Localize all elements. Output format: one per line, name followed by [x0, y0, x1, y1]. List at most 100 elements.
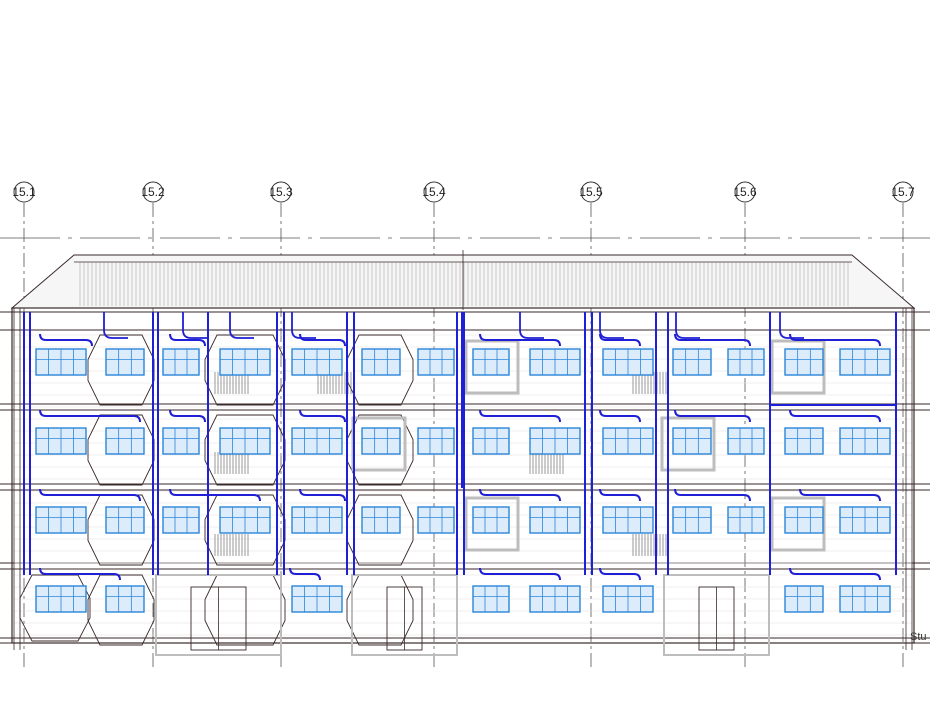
window-frame: [417, 506, 455, 534]
branch-pipe: [674, 333, 751, 347]
window: [291, 585, 343, 613]
window-frame: [162, 427, 200, 455]
window-frame: [472, 348, 510, 376]
grid-bubble: [13, 181, 35, 203]
window: [219, 348, 271, 376]
window: [839, 585, 891, 613]
window-surround: [770, 496, 826, 552]
bay-projection: [87, 334, 155, 406]
window-frame: [472, 585, 510, 613]
window: [417, 506, 455, 534]
bay-projection: [87, 414, 155, 486]
branch-pipe: [39, 409, 141, 423]
window: [529, 348, 581, 376]
grid-axis-label: 15.4: [422, 185, 446, 199]
grid-axis-label: 15.1: [12, 185, 36, 199]
window: [291, 506, 343, 534]
window-frame: [105, 585, 145, 613]
grid-bubble: [734, 181, 756, 203]
window: [105, 585, 145, 613]
window: [361, 427, 401, 455]
window: [839, 427, 891, 455]
window: [361, 506, 401, 534]
branch-pipe: [789, 333, 881, 347]
riser-hook-pipe: [519, 312, 544, 339]
window-frame: [784, 427, 824, 455]
grid-axis-label: 15.2: [141, 185, 165, 199]
window: [472, 585, 510, 613]
window: [291, 348, 343, 376]
window-frame: [672, 348, 712, 376]
grid-axis-label: 15.7: [891, 185, 915, 199]
branch-pipe: [674, 488, 751, 502]
branch-pipe: [299, 333, 346, 347]
window: [35, 585, 87, 613]
window: [784, 506, 824, 534]
window-frame: [672, 506, 712, 534]
window: [291, 427, 343, 455]
branch-pipe: [599, 333, 641, 347]
window: [361, 348, 401, 376]
window: [162, 506, 200, 534]
entrance-frame: [663, 574, 770, 656]
window: [529, 506, 581, 534]
entrance-frame: [155, 574, 282, 656]
window: [672, 427, 712, 455]
window: [727, 506, 765, 534]
window: [529, 427, 581, 455]
grid-bubble: [270, 181, 292, 203]
branch-pipe: [39, 488, 141, 502]
branch-pipe: [479, 488, 561, 502]
riser-hook-pipe: [229, 312, 254, 339]
window: [105, 348, 145, 376]
window-frame: [472, 506, 510, 534]
window-frame: [361, 506, 401, 534]
branch-pipe: [479, 333, 561, 347]
branch-pipe: [169, 488, 261, 502]
branch-pipe: [789, 567, 881, 581]
window: [105, 506, 145, 534]
grid-axis-label: 15.6: [733, 185, 757, 199]
window-frame: [105, 348, 145, 376]
window-frame: [105, 427, 145, 455]
window-frame: [727, 506, 765, 534]
branch-pipe: [289, 567, 321, 581]
edge-label: Stu: [910, 631, 927, 643]
window-frame: [784, 506, 824, 534]
branch-pipe: [479, 567, 561, 581]
windows-layer: [35, 348, 891, 613]
branch-pipe: [479, 409, 561, 423]
window: [472, 506, 510, 534]
bay-projection: [87, 574, 155, 646]
riser-hook-pipe: [599, 312, 624, 339]
grid-bubble: [892, 181, 914, 203]
window: [35, 427, 87, 455]
window-frame: [672, 427, 712, 455]
window: [219, 506, 271, 534]
branch-pipe: [39, 333, 93, 347]
window: [162, 348, 200, 376]
branch-pipe: [169, 409, 206, 423]
roof: [10, 250, 916, 310]
bay-projection: [346, 574, 414, 646]
grid-axis-label: 15.3: [269, 185, 293, 199]
window-frame: [417, 348, 455, 376]
window: [602, 585, 654, 613]
riser-hook-pipe: [675, 312, 700, 339]
grid-bubble: [423, 181, 445, 203]
window: [162, 427, 200, 455]
riser-hook-pipe: [182, 312, 207, 339]
window: [35, 348, 87, 376]
window-surround: [660, 416, 716, 472]
branch-pipe: [599, 567, 641, 581]
window-frame: [727, 348, 765, 376]
window: [727, 427, 765, 455]
window: [602, 348, 654, 376]
window: [417, 348, 455, 376]
window-frame: [361, 427, 401, 455]
window-frame: [361, 348, 401, 376]
riser-hook-pipe: [103, 312, 128, 339]
window: [839, 348, 891, 376]
branch-pipe: [599, 488, 641, 502]
